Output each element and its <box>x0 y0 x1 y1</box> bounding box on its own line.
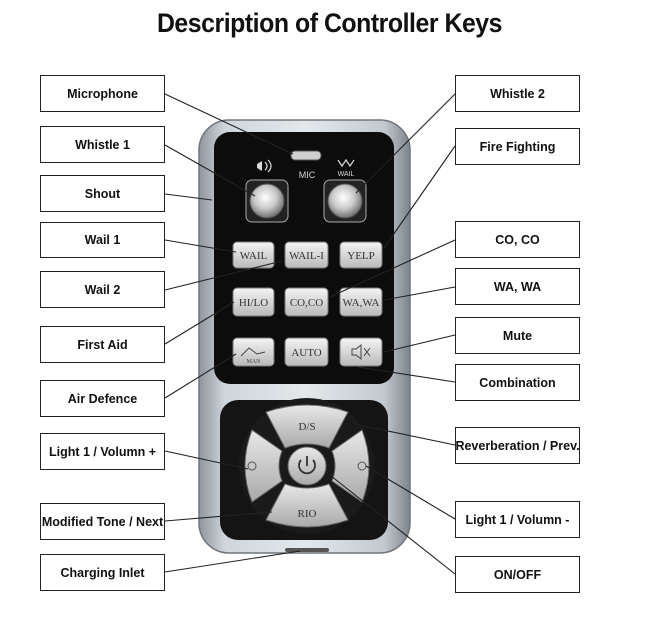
d-s-button[interactable]: D/S <box>265 404 349 449</box>
power-button[interactable] <box>287 446 327 486</box>
mic-label: MIC <box>299 170 316 180</box>
d-pad: D/S RIO <box>239 398 375 534</box>
mute-icon <box>351 343 371 361</box>
air-defence-button[interactable]: MAN <box>232 337 275 367</box>
label-shout: Shout <box>40 175 165 212</box>
charging-inlet <box>285 548 329 552</box>
light-plus-button[interactable] <box>244 429 283 503</box>
label-whistle-2: Whistle 2 <box>455 75 580 112</box>
rio-button[interactable]: RIO <box>265 483 349 528</box>
yelp-button[interactable]: YELP <box>339 241 383 269</box>
label-light-volume-plus: Light 1 / Volumn + <box>40 433 165 470</box>
svg-text:WA,WA: WA,WA <box>343 297 380 309</box>
svg-text:CO,CO: CO,CO <box>290 297 323 309</box>
label-wail-1: Wail 1 <box>40 222 165 258</box>
leader-lines <box>164 93 456 575</box>
label-reverberation-prev: Reverberation / Prev. <box>455 427 580 464</box>
svg-text:AUTO: AUTO <box>291 347 321 359</box>
label-modified-tone-next: Modified Tone / Next <box>40 503 165 540</box>
label-light-volume-minus: Light 1 / Volumn - <box>455 501 580 538</box>
auto-button[interactable]: AUTO <box>284 337 329 367</box>
label-co-co: CO, CO <box>455 221 580 258</box>
label-on-off: ON/OFF <box>455 556 580 593</box>
svg-text:WAIL: WAIL <box>338 171 355 178</box>
label-wail-2: Wail 2 <box>40 271 165 308</box>
wa-wa-button[interactable]: WA,WA <box>339 287 383 317</box>
label-microphone: Microphone <box>40 75 165 112</box>
wail-icon: WAIL <box>337 158 355 178</box>
svg-text:MAN: MAN <box>246 359 261 365</box>
hi-lo-button[interactable]: HI/LO <box>232 287 275 317</box>
svg-text:WAIL: WAIL <box>240 250 268 262</box>
microphone-slot <box>290 150 322 161</box>
label-air-defence: Air Defence <box>40 380 165 417</box>
whistle-1-knob[interactable] <box>245 179 289 223</box>
svg-text:D/S: D/S <box>298 421 315 433</box>
mute-button[interactable] <box>339 337 383 367</box>
label-charging-inlet: Charging Inlet <box>40 554 165 591</box>
shout-icon <box>257 159 272 173</box>
label-wa-wa: WA, WA <box>455 268 580 305</box>
svg-text:YELP: YELP <box>347 250 375 262</box>
remote-controller: MIC WAIL WAIL WAIL-I <box>198 119 411 554</box>
label-fire-fighting: Fire Fighting <box>455 128 580 165</box>
label-mute: Mute <box>455 317 580 354</box>
co-co-button[interactable]: CO,CO <box>284 287 329 317</box>
label-whistle-1: Whistle 1 <box>40 126 165 163</box>
wail-i-button[interactable]: WAIL-I <box>284 241 329 269</box>
svg-text:RIO: RIO <box>298 508 317 520</box>
svg-text:HI/LO: HI/LO <box>239 297 268 309</box>
whistle-2-knob[interactable] <box>323 179 367 223</box>
label-combination: Combination <box>455 364 580 401</box>
svg-text:WAIL-I: WAIL-I <box>289 250 324 262</box>
page-title: Description of Controller Keys <box>156 8 503 38</box>
power-icon <box>298 456 316 475</box>
label-first-aid: First Aid <box>40 326 165 363</box>
sun-icon <box>247 461 257 471</box>
